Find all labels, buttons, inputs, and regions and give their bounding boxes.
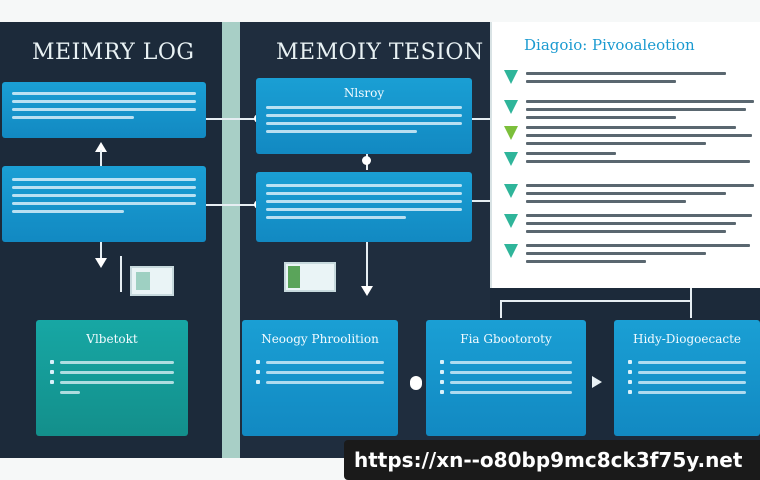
checkpoint-icon <box>504 152 518 170</box>
diagnostic-panel: Diagoio: Pivooaleotion <box>490 22 760 288</box>
checkpoint-icon <box>504 244 518 262</box>
box-heading: Neoogy Phroolition <box>261 332 379 346</box>
checkpoint-icon <box>504 126 518 144</box>
memory-tesion-box-middle <box>256 172 472 242</box>
screenshot-thumbnail <box>130 266 174 296</box>
bottom-box-3: Fia Gbootoroty <box>426 320 586 436</box>
connector-node <box>410 376 422 390</box>
checkpoint-icon <box>504 100 518 118</box>
connector-node <box>362 156 371 165</box>
middle-column-title: MEMOIY TESION <box>276 40 484 65</box>
connector-line <box>472 200 496 202</box>
connector-line <box>120 256 122 292</box>
connector-line <box>100 242 102 262</box>
connector-line <box>366 242 368 288</box>
connector-line <box>206 118 258 120</box>
down-arrow-icon <box>95 258 107 268</box>
screenshot-thumbnail <box>284 262 336 292</box>
checkpoint-icon <box>504 184 518 202</box>
left-column-title: MEIMRY LOG <box>32 40 195 65</box>
watermark-url: https://xn--o80bp9mc8ck3f75y.net <box>344 440 760 480</box>
connector-line <box>500 300 690 302</box>
connector-line <box>500 300 502 318</box>
checkpoint-icon <box>504 70 518 88</box>
panel-title: Diagoio: Pivooaleotion <box>524 36 695 54</box>
right-arrow-icon <box>592 376 602 388</box>
box-heading: Fia Gbootoroty <box>460 332 552 346</box>
bottom-box-2: Neoogy Phroolition <box>242 320 398 436</box>
connector-line <box>206 204 258 206</box>
checkpoint-icon <box>504 214 518 232</box>
box-heading: Hidy-Diogoecacte <box>632 332 742 346</box>
bottom-box-1: Vlbetokt <box>36 320 188 436</box>
memory-tesion-box-top: Nlsroy <box>256 78 472 154</box>
memory-log-box-top <box>2 82 206 138</box>
memory-log-box-middle <box>2 166 206 242</box>
up-arrow-icon <box>95 142 107 152</box>
down-arrow-icon <box>361 286 373 296</box>
bottom-box-4: Hidy-Diogoecacte <box>614 320 760 436</box>
column-divider <box>222 22 240 458</box>
connector-line <box>472 118 496 120</box>
box-heading: Nlsroy <box>343 86 385 100</box>
box-heading: Vlbetokt <box>86 332 138 346</box>
connector-line <box>100 150 102 166</box>
connector-line <box>690 288 692 318</box>
